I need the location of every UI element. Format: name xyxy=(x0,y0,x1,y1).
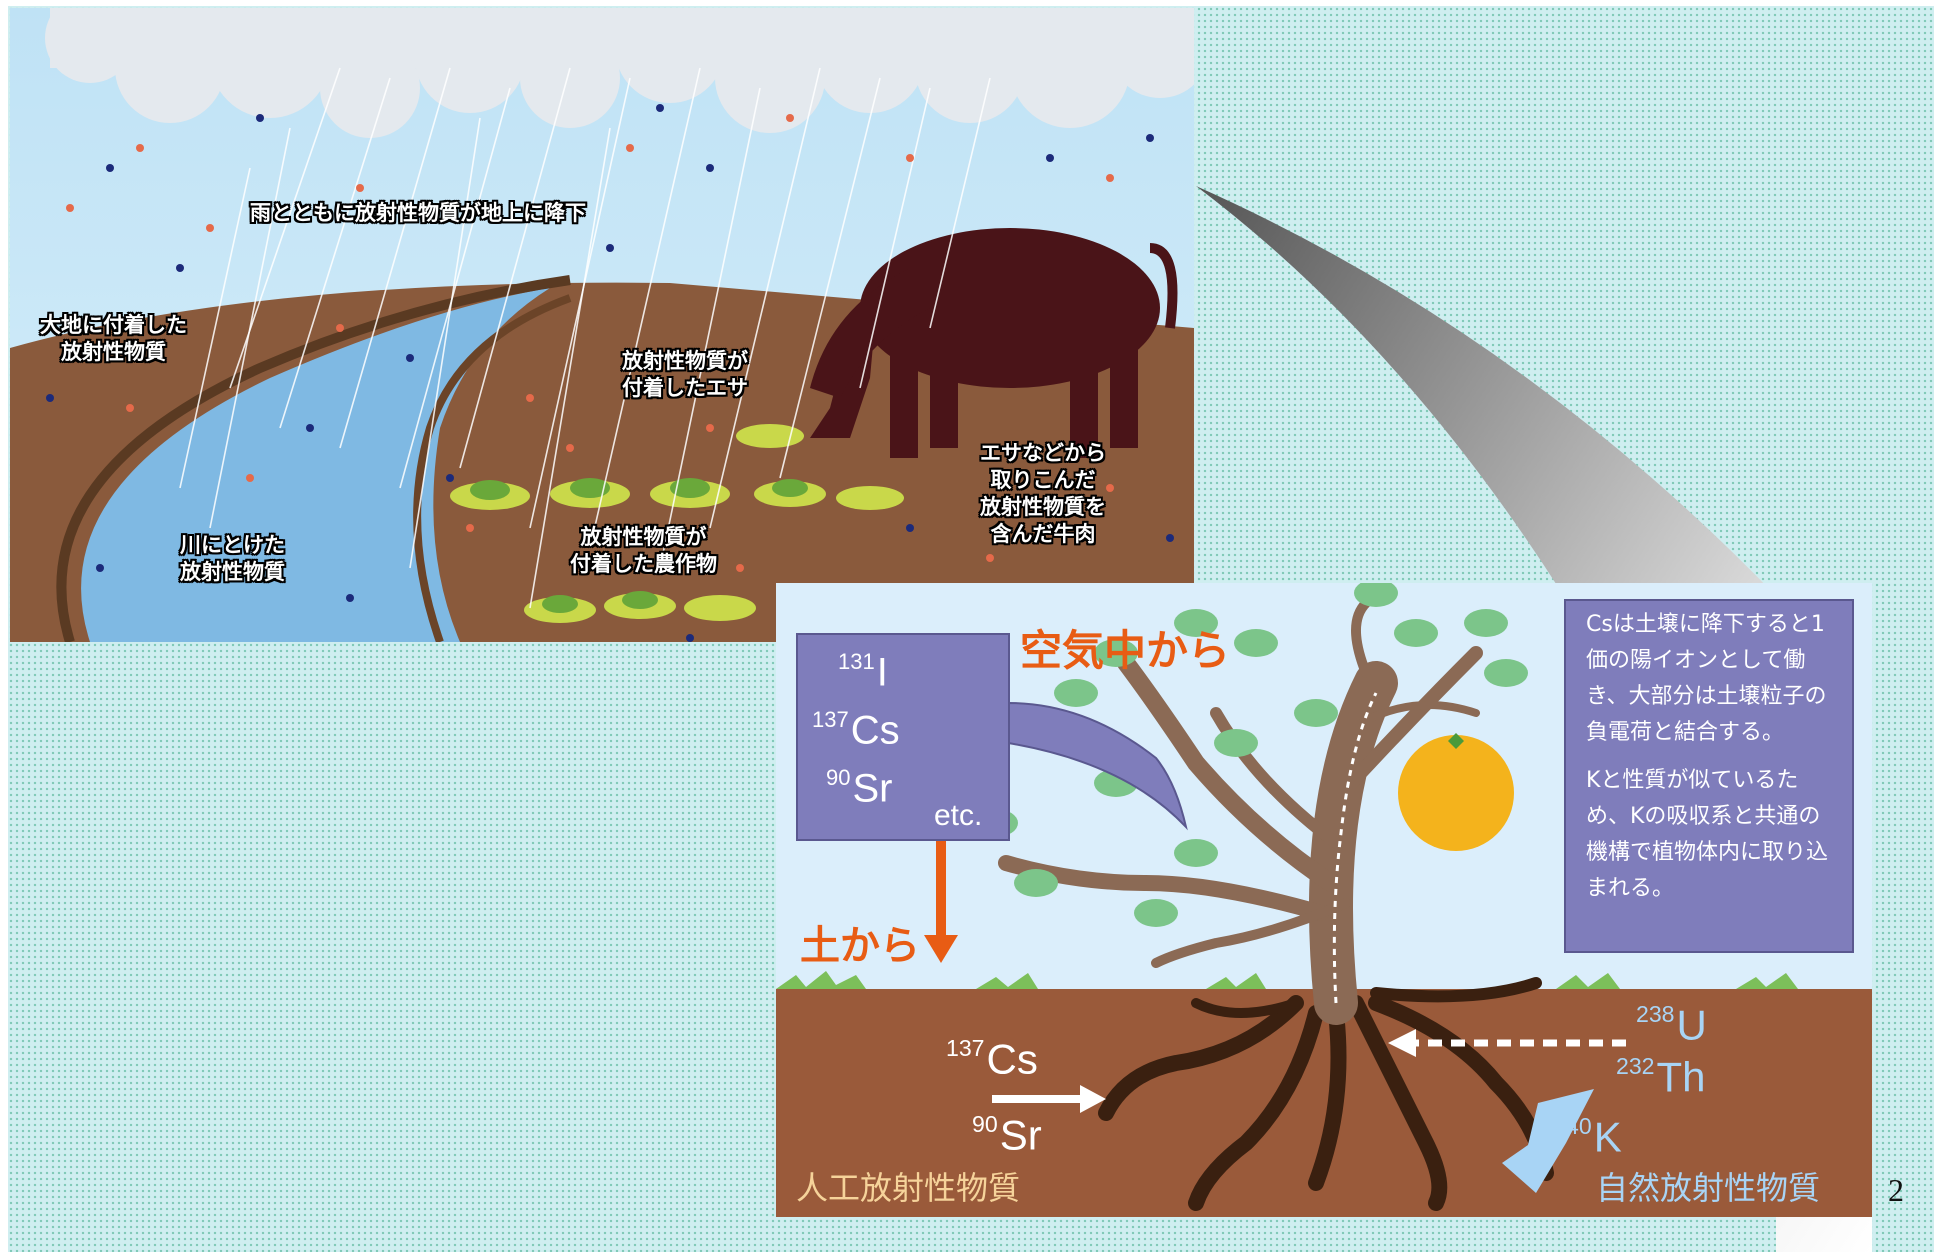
air-isotope-box: 131I 137Cs 90Sr etc. xyxy=(796,633,1010,841)
info-text-1: Csは土壌に降下すると1価の陽イオンとして働き、大部分は土壌粒子の負電荷と結合す… xyxy=(1586,612,1827,745)
soil-label: 土から xyxy=(800,923,920,969)
soil-isotope-th: 232Th xyxy=(1616,1053,1706,1101)
info-text-2: Kと性質が似ているため、Kの吸収系と共通の機構で植物体内に取り込まれる。 xyxy=(1586,768,1829,901)
label-ground: 大地に付着した 放射性物質 xyxy=(40,313,187,364)
artificial-label: 人工放射性物質 xyxy=(796,1169,1021,1207)
cloud-icon xyxy=(45,8,1194,138)
tree-trunk-icon xyxy=(998,598,1483,1025)
natural-label: 自然放射性物質 xyxy=(1596,1169,1821,1207)
soil-isotope-sr: 90Sr xyxy=(972,1111,1042,1159)
air-isotope-2: 137Cs xyxy=(812,707,900,753)
page-number: 2 xyxy=(1888,1172,1904,1208)
roots-icon xyxy=(1098,977,1554,1211)
fallout-scene: 雨とともに放射性物質が地上に降下 大地に付着した 放射性物質 放射性物質が 付着… xyxy=(10,8,1194,642)
orange-fruit-icon xyxy=(1398,735,1514,851)
arrow-blue-icon xyxy=(1502,1089,1594,1193)
air-isotope-1: 131I xyxy=(838,649,888,695)
air-isotope-3: 90Sr xyxy=(826,765,893,811)
tree-panel: 131I 137Cs 90Sr etc. 空気中から 土から Csは土壌に降下す… xyxy=(776,583,1872,1217)
air-etc: etc. xyxy=(934,799,983,832)
label-beef: エサなどから 取りこんだ 放射性物質を 含んだ牛肉 xyxy=(980,441,1106,546)
label-rain: 雨とともに放射性物質が地上に降下 xyxy=(250,201,586,225)
arrow-left-dashed-icon xyxy=(1388,1029,1416,1057)
label-river: 川にとけた 放射性物質 xyxy=(180,533,285,584)
arrow-right-icon xyxy=(1080,1085,1106,1113)
label-feed: 放射性物質が 付着したエサ xyxy=(622,349,748,400)
scene-drawing xyxy=(10,8,1194,642)
cow-icon xyxy=(810,228,1178,458)
tree-drawing xyxy=(776,583,1872,1217)
air-label: 空気中から xyxy=(1020,626,1231,675)
arrow-down-icon xyxy=(924,935,958,963)
label-crops: 放射性物質が 付着した農作物 xyxy=(570,525,717,576)
info-box: Csは土壌に降下すると1価の陽イオンとして働き、大部分は土壌粒子の負電荷と結合す… xyxy=(1564,599,1854,953)
soil-isotope-cs: 137Cs xyxy=(946,1035,1038,1083)
soil-isotope-u: 238U xyxy=(1636,1001,1707,1049)
soil-isotope-k: 40K xyxy=(1566,1113,1622,1161)
